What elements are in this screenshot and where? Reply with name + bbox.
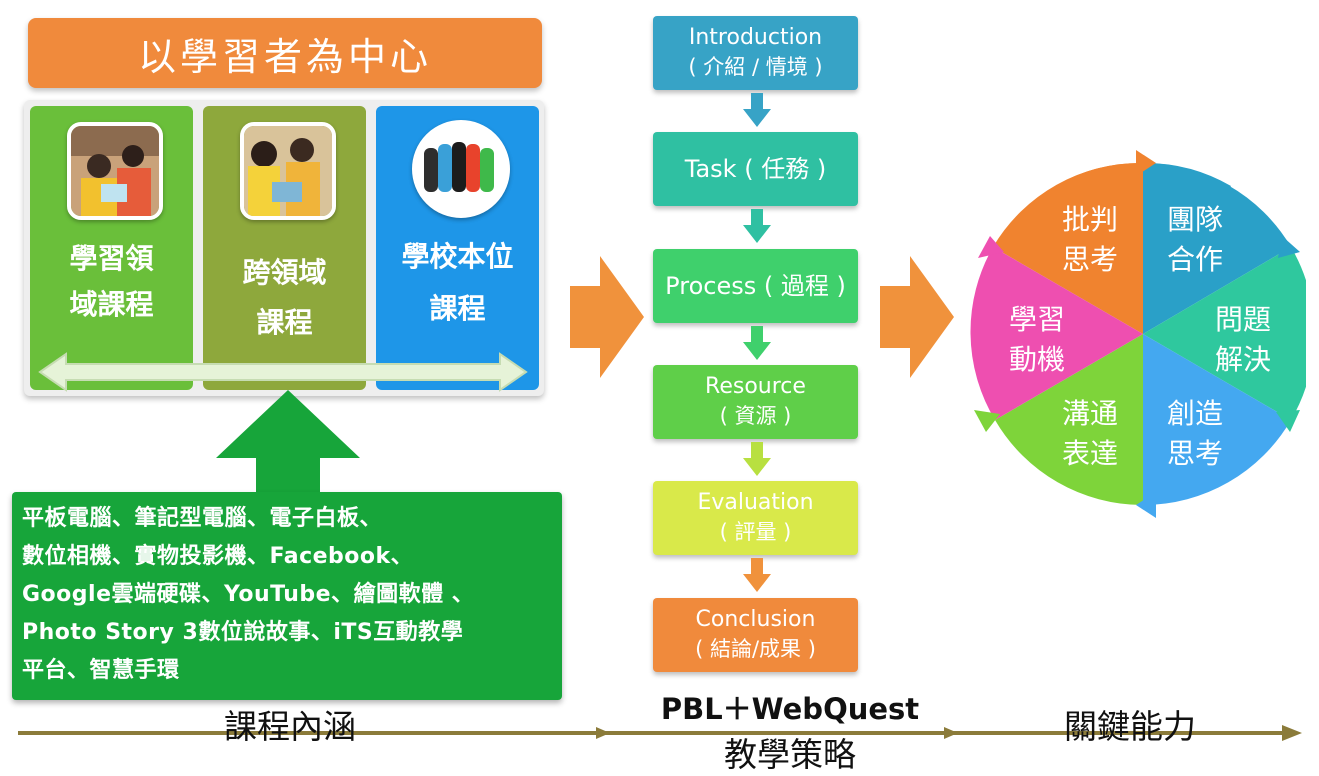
skill-teamwork: 團隊 合作 <box>1150 200 1240 280</box>
step4-subtitle: ( 資源 ) <box>719 404 792 428</box>
panel2-line2: 課程 <box>256 306 313 339</box>
smart-band-photo <box>412 120 510 218</box>
panel2-line1: 跨領域 <box>242 256 327 289</box>
tools-line4: Photo Story 3數位說故事、iTS互動教學 <box>22 620 464 645</box>
step3-title: Process ( 過程 ) <box>665 272 846 300</box>
up-arrow <box>216 390 360 494</box>
panel-school-based: 學校本位 課程 <box>376 106 539 390</box>
skill6-line1: 學習 <box>1008 303 1065 336</box>
label-pbl-webquest: PBL＋WebQuest <box>660 692 920 726</box>
step2-title: Task ( 任務 ) <box>684 155 827 183</box>
segment-motivation <box>970 247 1143 420</box>
skill4-line2: 思考 <box>1166 437 1223 470</box>
step5-subtitle: ( 評量 ) <box>719 520 792 544</box>
step-process: Process ( 過程 ) <box>653 249 858 323</box>
skill3-line1: 問題 <box>1214 303 1271 336</box>
segment-problem-solving <box>1143 247 1306 420</box>
tools-line3: Google雲端硬碟、YouTube、繪圖軟體 、 <box>22 582 475 607</box>
panel-cross-domain: 跨領域 課程 <box>203 106 366 390</box>
label-curriculum-content: 課程內涵 <box>224 707 356 746</box>
arrow-right-1 <box>570 256 644 378</box>
classroom-photo-2 <box>240 122 336 220</box>
skill1-line2: 思考 <box>1061 243 1118 276</box>
key-skills-wheel <box>970 150 1306 518</box>
segment-communication <box>995 334 1143 506</box>
tools-line2: 數位相機、實物投影機、Facebook、 <box>22 544 414 569</box>
step-arrow-5 <box>743 558 771 592</box>
panel3-line1: 學校本位 <box>401 240 514 273</box>
step-task: Task ( 任務 ) <box>653 132 858 206</box>
step6-title: Conclusion <box>695 607 816 632</box>
step4-title: Resource <box>705 374 806 399</box>
step-conclusion: Conclusion ( 結論/成果 ) <box>653 598 858 672</box>
step1-subtitle: ( 介紹 / 情境 ) <box>688 55 823 79</box>
step5-title: Evaluation <box>697 490 814 515</box>
step-evaluation: Evaluation ( 評量 ) <box>653 481 858 555</box>
skill5-line2: 表達 <box>1061 437 1118 470</box>
skill2-line1: 團隊 <box>1166 203 1223 236</box>
tools-line1: 平板電腦、筆記型電腦、電子白板、 <box>22 506 383 531</box>
skill3-line2: 解決 <box>1214 343 1271 376</box>
panel1-line1: 學習領 <box>69 242 154 275</box>
skill5-line1: 溝通 <box>1061 397 1118 430</box>
step6-subtitle: ( 結論/成果 ) <box>695 637 816 661</box>
arrow-right-2 <box>880 256 954 378</box>
panel1-line2: 域課程 <box>69 288 154 321</box>
segment-creative-thinking <box>1143 334 1291 506</box>
panel-subject-curriculum: 學習領 域課程 <box>30 106 193 390</box>
skill-communication: 溝通 表達 <box>1045 394 1135 474</box>
step-arrow-1 <box>743 93 771 127</box>
step-arrow-3 <box>743 326 771 360</box>
title-text: 以學習者為中心 <box>137 34 432 79</box>
skill-motivation: 學習 動機 <box>992 300 1082 380</box>
skill4-line1: 創造 <box>1166 397 1223 430</box>
learner-centered-title: 以學習者為中心 <box>28 18 542 88</box>
segment-teamwork-fill <box>1143 162 1291 334</box>
label-teaching-strategy: 教學策略 <box>724 735 856 774</box>
skill2-line2: 合作 <box>1166 243 1223 276</box>
step-arrow-4 <box>743 442 771 476</box>
label-key-competencies: 關鍵能力 <box>1064 707 1196 746</box>
classroom-photo-1 <box>67 122 163 220</box>
tools-line5: 平台、智慧手環 <box>22 658 180 683</box>
skill-critical-thinking: 批判 思考 <box>1045 200 1135 280</box>
skill-problem-solving: 問題 解決 <box>1198 300 1288 380</box>
panel3-line2: 課程 <box>429 292 486 325</box>
step-introduction: Introduction ( 介紹 / 情境 ) <box>653 16 858 90</box>
skill-creative-thinking: 創造 思考 <box>1150 394 1240 474</box>
tech-tools-box: 平板電腦、筆記型電腦、電子白板、 數位相機、實物投影機、Facebook、 Go… <box>12 492 562 700</box>
step1-title: Introduction <box>688 25 823 50</box>
timeline-arrow <box>18 725 1302 741</box>
skill6-line2: 動機 <box>1008 343 1065 376</box>
double-arrow <box>38 352 528 392</box>
skill1-line1: 批判 <box>1061 203 1118 236</box>
step-resource: Resource ( 資源 ) <box>653 365 858 439</box>
step-arrow-2 <box>743 209 771 243</box>
